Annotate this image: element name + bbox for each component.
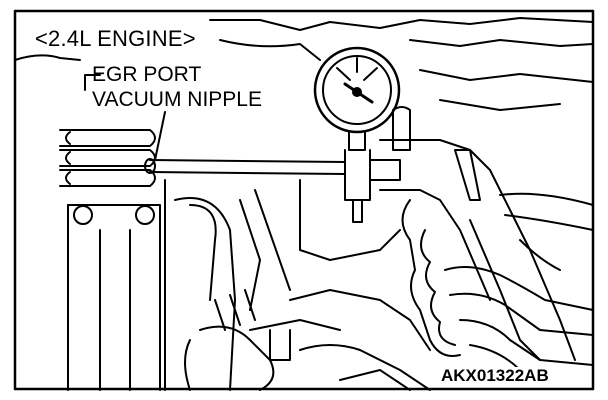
hand	[444, 192, 594, 371]
vacuum-hoses	[59, 129, 156, 187]
callout-pointer	[154, 111, 166, 161]
vacuum-tube	[144, 158, 346, 175]
engine-label: <2.4L ENGINE>	[32, 27, 199, 51]
figure-frame	[13, 9, 595, 391]
intake-pipe	[174, 197, 236, 391]
callout-egr-port: EGR PORT	[92, 63, 202, 86]
hand-vacuum-pump	[379, 139, 576, 361]
mounting-bracket	[67, 204, 161, 391]
engine-contour	[14, 54, 81, 61]
callout-vacuum-nipple: VACUUM NIPPLE	[92, 88, 262, 111]
figure-code: AKX01322AB	[438, 367, 552, 384]
vacuum-gauge	[313, 46, 411, 223]
callout-leader	[84, 74, 101, 91]
